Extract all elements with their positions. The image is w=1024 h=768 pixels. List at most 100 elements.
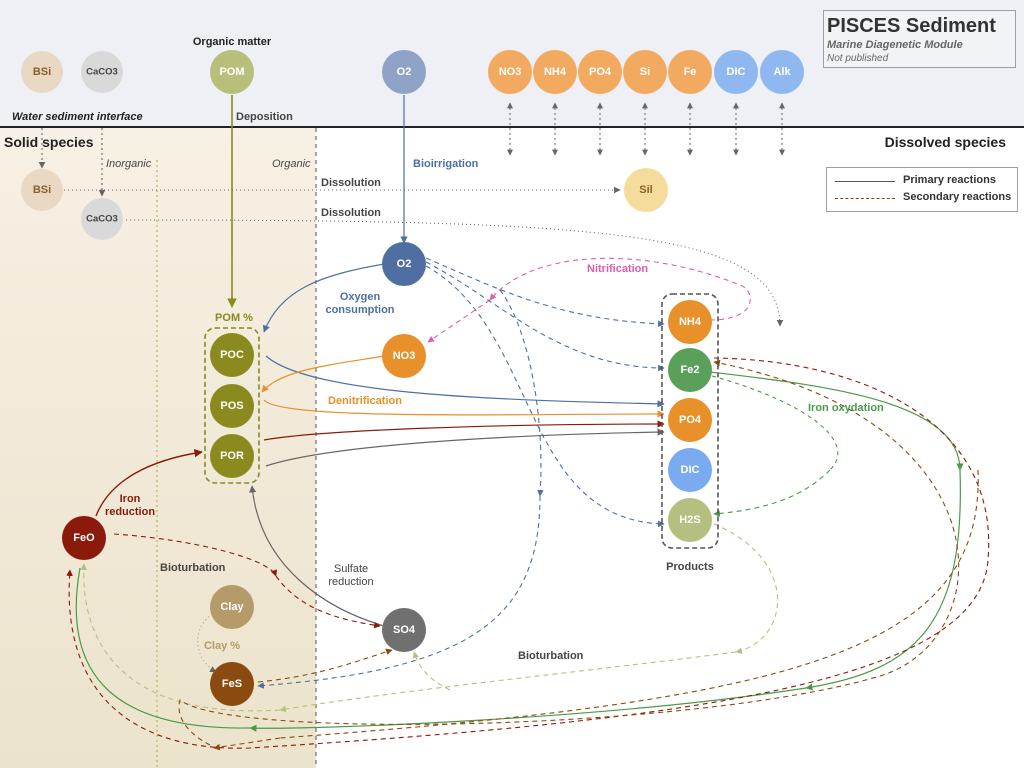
pom-pct-label: POM % <box>215 312 253 324</box>
pom-group-box <box>204 327 260 484</box>
o2-to-nh4-arrow <box>425 257 665 328</box>
legend-secondary: Secondary reactions <box>835 191 1015 205</box>
depth-to-fes-arrow <box>257 495 541 689</box>
node-dic: DIC <box>668 448 712 492</box>
node-pom-top: POM <box>210 50 254 94</box>
poc-to-products-arrow <box>265 355 665 408</box>
diagram-subtitle: Marine Diagenetic Module <box>827 39 963 51</box>
sulfate-reduction-label-1: Sulfate <box>334 563 368 575</box>
secondary-reactions <box>38 128 990 751</box>
feo-to-so4-arrow-2 <box>275 575 381 629</box>
node-h2s: H2S <box>668 498 712 542</box>
node-caco3-top: CaCO3 <box>81 51 123 93</box>
svg-text:CaCO3: CaCO3 <box>86 67 118 78</box>
node-o2: O2 <box>382 242 426 286</box>
feo-green-loop <box>75 567 251 729</box>
svg-text:FeO: FeO <box>73 532 95 544</box>
legend-primary: Primary reactions <box>835 174 1015 188</box>
o2-to-h2s-arrow <box>425 265 665 528</box>
svg-text:CaCO3: CaCO3 <box>86 214 118 225</box>
iron-reduction-label-2: reduction <box>105 506 155 518</box>
svg-text:FeS: FeS <box>222 678 242 690</box>
bioturbation-right-label: Bioturbation <box>518 650 584 662</box>
iron-reduction-arrow <box>95 449 203 517</box>
node-fe-top: Fe <box>668 50 712 94</box>
svg-text:SO4: SO4 <box>393 624 416 636</box>
node-alk-top: Alk <box>760 50 804 94</box>
sulfate-reduction-label-2: reduction <box>328 576 373 588</box>
node-no3: NO3 <box>382 334 426 378</box>
khaki-loop-feo <box>80 563 281 712</box>
oxygen-consumption-label-2: consumption <box>325 304 394 316</box>
svg-text:Alk: Alk <box>773 66 791 78</box>
svg-text:NO3: NO3 <box>393 350 416 362</box>
legend-secondary-line <box>835 198 895 199</box>
node-por: POR <box>210 434 254 478</box>
fe2-to-h2s-dashed <box>713 469 831 517</box>
loop-end-to-fes <box>213 737 281 751</box>
fe2-to-feo-solid-arrow <box>249 687 807 732</box>
node-dic-top: DIC <box>714 50 758 94</box>
svg-text:DIC: DIC <box>681 464 700 476</box>
svg-text:POC: POC <box>220 349 244 361</box>
labels: Organic matter Water sediment interface … <box>4 36 1006 662</box>
node-sil: Sil <box>624 168 668 212</box>
feo-to-so4-arrow <box>113 533 277 577</box>
dissolved-species-label: Dissolved species <box>885 134 1007 150</box>
diagram-title: PISCES Sediment <box>827 15 996 37</box>
title-box: PISCES Sediment Marine Diagenetic Module… <box>823 10 1016 68</box>
fe2-loop-outer-brown <box>178 359 960 746</box>
node-bsi-top: BSi <box>21 51 63 93</box>
water-sediment-interface-label: Water sediment interface <box>12 111 143 123</box>
por-iron-to-products-arrow <box>263 420 665 441</box>
h2s-to-fes-arrow <box>713 523 779 654</box>
o2-to-depth-arrow <box>499 289 544 497</box>
node-caco3: CaCO3 <box>81 198 123 240</box>
node-po4-top: PO4 <box>578 50 622 94</box>
svg-text:BSi: BSi <box>33 184 51 196</box>
node-o2-top: O2 <box>382 50 426 94</box>
diagram-note: Not published <box>827 53 889 64</box>
fes-to-so4-arrow <box>257 648 393 683</box>
bioturbation-left-label: Bioturbation <box>160 562 226 574</box>
fe2-to-dic-dashed <box>711 375 839 471</box>
solid-species-zone <box>0 128 316 768</box>
so4-khaki-up <box>412 651 451 691</box>
svg-text:NH4: NH4 <box>544 66 567 78</box>
svg-text:DIC: DIC <box>727 66 746 78</box>
sulfate-reduction-arrow <box>249 485 385 627</box>
node-bsi: BSi <box>21 169 63 211</box>
svg-text:Si: Si <box>640 66 650 78</box>
inorganic-label: Inorganic <box>106 158 152 170</box>
products-label: Products <box>666 561 714 573</box>
svg-text:PO4: PO4 <box>589 66 612 78</box>
svg-text:Fe2: Fe2 <box>681 364 700 376</box>
nitrification-to-no3-arrow <box>427 299 491 343</box>
dissolution-bsi-label: Dissolution <box>321 177 381 189</box>
clay-pct-label: Clay % <box>204 640 240 652</box>
nitrification-arrow <box>489 257 751 321</box>
node-clay: Clay <box>210 585 254 629</box>
node-nh4-top: NH4 <box>533 50 577 94</box>
legend: Primary reactions Secondary reactions <box>826 167 1018 212</box>
oxygen-consumption-label-1: Oxygen <box>340 291 381 303</box>
svg-text:POM: POM <box>219 66 244 78</box>
deposition-label: Deposition <box>236 111 293 123</box>
dissolution-caco3-label: Dissolution <box>321 207 381 219</box>
caco3-dissolution-arrow <box>125 219 784 327</box>
node-si-top: Si <box>623 50 667 94</box>
iron-oxydation-label: Iron oxydation <box>808 402 884 414</box>
node-so4: SO4 <box>382 608 426 652</box>
svg-text:POS: POS <box>220 400 243 412</box>
primary-reactions <box>75 95 964 732</box>
iron-oxydation-arrow <box>709 371 964 471</box>
pos-to-products-arrow <box>263 399 665 418</box>
node-pos: POS <box>210 384 254 428</box>
svg-text:O2: O2 <box>397 258 412 270</box>
o2-to-fe2-arrow <box>425 261 665 372</box>
svg-text:Sil: Sil <box>639 184 652 196</box>
svg-text:H2S: H2S <box>679 514 700 526</box>
node-nh4: NH4 <box>668 300 712 344</box>
svg-text:Clay: Clay <box>220 601 244 613</box>
